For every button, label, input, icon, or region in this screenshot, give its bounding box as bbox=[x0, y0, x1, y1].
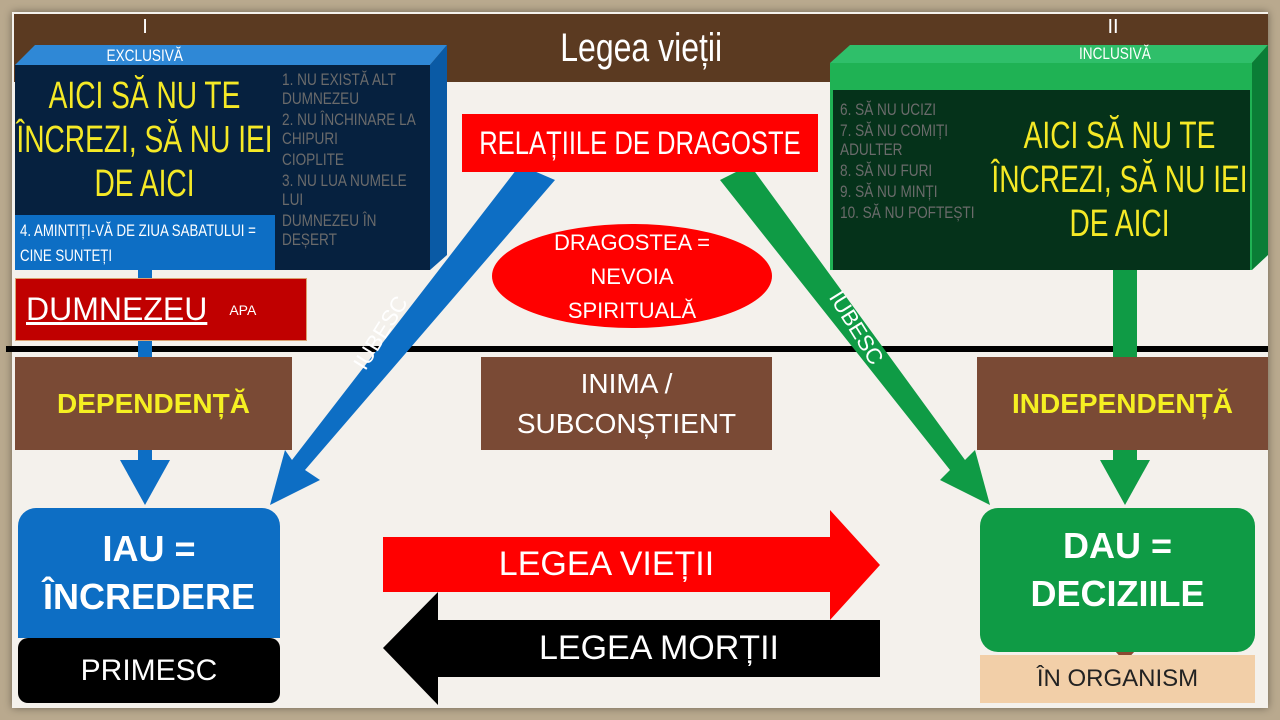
commandments-1-3: 1. NU EXISTĂ ALT DUMNEZEU 2. NU ÎNCHINAR… bbox=[282, 70, 427, 265]
love-relations-label: RELAȚIILE DE DRAGOSTE bbox=[479, 124, 801, 161]
love-relations-box: RELAȚIILE DE DRAGOSTE bbox=[462, 114, 818, 172]
left-box-top bbox=[15, 45, 447, 65]
organism-box: ÎN ORGANISM bbox=[980, 655, 1255, 703]
commandment-line: CIOPLITE bbox=[282, 150, 344, 169]
commandment-line: 3. NU LUA NUMELE LUI bbox=[282, 171, 407, 209]
right-box-top bbox=[830, 45, 1268, 63]
dependence-box: DEPENDENȚĂ bbox=[15, 357, 292, 450]
god-box: DUMNEZEU APA bbox=[15, 278, 307, 341]
slide-title: Legea vieții bbox=[560, 25, 722, 70]
commandment-line: 8. SĂ NU FURI bbox=[840, 161, 933, 180]
left-warning: AICI SĂ NU TE ÎNCREZI, SĂ NU IEI DE AICI bbox=[16, 75, 273, 205]
love-ellipse bbox=[492, 224, 772, 328]
roman-two: II bbox=[1107, 15, 1119, 38]
god-label: DUMNEZEU bbox=[26, 291, 208, 327]
left-box-side bbox=[430, 45, 447, 270]
inclusive-label: INCLUSIVĂ bbox=[1079, 44, 1151, 63]
roman-one: I bbox=[142, 15, 148, 38]
love-need-text: DRAGOSTEA = NEVOIA SPIRITUALĂ bbox=[554, 230, 710, 323]
receive-box: PRIMESC bbox=[18, 638, 280, 703]
exclusive-label: EXCLUSIVĂ bbox=[106, 46, 184, 65]
heart-box: INIMA / SUBCONȘTIENT bbox=[481, 357, 772, 450]
take-trust-box: IAU = ÎNCREDERE bbox=[18, 508, 280, 638]
left-down-arrow bbox=[120, 460, 170, 505]
green-diagonal-arrow bbox=[720, 165, 990, 505]
independence-box: INDEPENDENȚĂ bbox=[977, 357, 1268, 450]
commandments-6-10-panel bbox=[833, 90, 1250, 270]
commandment-line: DUMNEZEU ÎN DEȘERT bbox=[282, 211, 377, 249]
commandment-line: 2. NU ÎNCHINARE LA CHIPURI bbox=[282, 110, 416, 148]
commandment-4: 4. AMINTIȚI-VĂ DE ZIUA SABATULUI = CINE … bbox=[20, 220, 256, 265]
commandment-4-panel bbox=[15, 215, 275, 270]
apa-label: APA bbox=[229, 301, 257, 318]
commandment-line: 1. NU EXISTĂ ALT DUMNEZEU bbox=[282, 70, 396, 108]
right-box-side bbox=[1252, 45, 1268, 270]
right-warning: AICI SĂ NU TE ÎNCREZI, SĂ NU IEI DE AICI bbox=[991, 115, 1248, 245]
right-down-arrow bbox=[1100, 460, 1150, 505]
commandments-6-10: 6. SĂ NU UCIZI 7. SĂ NU COMIȚI ADULTER 8… bbox=[840, 100, 985, 265]
right-warning-wrap: AICI SĂ NU TE ÎNCREZI, SĂ NU IEI DE AICI bbox=[990, 95, 1250, 265]
law-death-arrow bbox=[383, 592, 880, 705]
give-decisions-box: DAU = DECIZIILE bbox=[980, 508, 1255, 652]
law-life-label: LEGEA VIEȚII bbox=[498, 545, 715, 583]
commandment-4-wrap: 4. AMINTIȚI-VĂ DE ZIUA SABATULUI = CINE … bbox=[20, 215, 272, 270]
blue-diagonal-arrow bbox=[270, 165, 555, 505]
commandment-line: 10. SĂ NU POFTEȘTI bbox=[840, 203, 975, 222]
commandment-line: 9. SĂ NU MINȚI bbox=[840, 182, 938, 201]
law-life-arrow bbox=[383, 510, 880, 620]
left-warning-wrap: AICI SĂ NU TE ÎNCREZI, SĂ NU IEI DE AICI bbox=[15, 65, 275, 215]
law-death-label: LEGEA MORȚII bbox=[539, 629, 779, 667]
commandment-line: 6. SĂ NU UCIZI bbox=[840, 100, 936, 119]
commandment-line: 7. SĂ NU COMIȚI ADULTER bbox=[840, 121, 949, 159]
